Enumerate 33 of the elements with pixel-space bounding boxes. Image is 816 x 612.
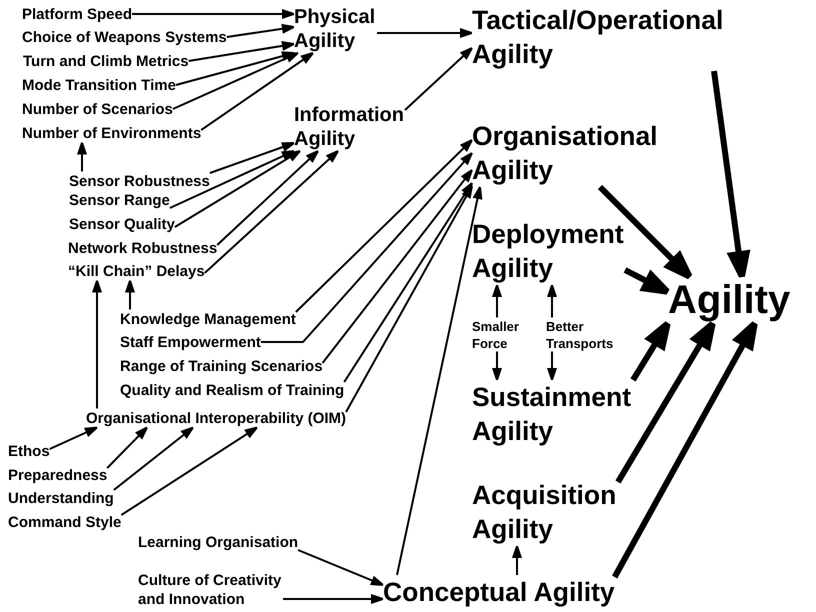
factor-label: Choice of Weapons Systems (22, 28, 227, 46)
agility-label: Deployment Agility (472, 217, 625, 285)
note-label: Better Transports (546, 318, 615, 352)
factor-label: Mode Transition Time (22, 76, 176, 94)
factor-label: Staff Empowerment (120, 332, 261, 352)
agility-label: Tactical/Operational Agility (472, 3, 725, 71)
factor-label: Knowledge Management (120, 310, 296, 328)
factor-label: Organisational Interoperability (OIM) (86, 408, 346, 428)
factor-label: Preparedness (8, 466, 108, 484)
agility-label: Sustainment Agility (472, 380, 633, 448)
note-label: Smaller Force (472, 318, 520, 352)
factor-label: Sensor Quality (69, 214, 175, 234)
agility-label: Acquisition Agility (472, 478, 618, 546)
factor-label: Platform Speed (22, 4, 132, 24)
factor-label: Command Style (8, 512, 122, 532)
factor-label: Network Robustness (68, 238, 218, 258)
factor-label: Turn and Climb Metrics (23, 52, 189, 70)
factor-label: “Kill Chain” Delays (68, 262, 205, 280)
agility-label: Organisational Agility (472, 119, 659, 187)
factor-label: Sensor Robustness (69, 172, 210, 190)
factor-label: Ethos (8, 442, 50, 460)
factor-label: Learning Organisation (138, 532, 298, 552)
factor-label: Range of Training Scenarios (120, 356, 323, 376)
factor-label: Sensor Range (69, 190, 170, 210)
agility-label: Physical Agility (294, 5, 377, 53)
factor-label: Quality and Realism of Training (120, 380, 344, 400)
overall-agility-label: Agility (668, 277, 790, 323)
agility-label: Conceptual Agility (383, 575, 615, 609)
factor-label: Understanding (8, 488, 114, 508)
factor-label: Culture of Creativity and Innovation (138, 570, 283, 608)
agility-label: Information Agility (294, 103, 405, 151)
factor-label: Number of Scenarios (22, 100, 173, 118)
factor-label: Number of Environments (22, 124, 202, 142)
